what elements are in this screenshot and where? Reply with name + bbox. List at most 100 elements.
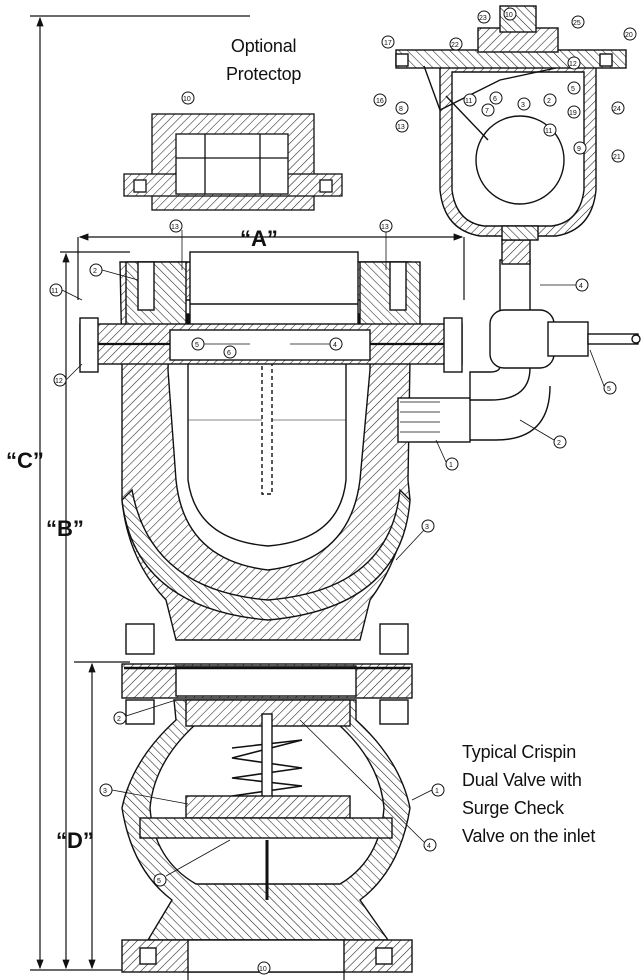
callout: 12 [53, 373, 67, 387]
svg-text:1: 1 [435, 788, 439, 795]
callout: 13 [395, 119, 409, 133]
callout: 21 [611, 149, 625, 163]
svg-text:19: 19 [569, 110, 577, 117]
svg-text:16: 16 [376, 98, 384, 105]
callout: 1 [445, 457, 459, 471]
callout: 13 [169, 219, 183, 233]
svg-text:5: 5 [195, 342, 199, 349]
callout: 5 [567, 81, 581, 95]
callout: 4 [423, 838, 437, 852]
svg-text:21: 21 [613, 154, 621, 161]
svg-text:6: 6 [227, 350, 231, 357]
callout: 11 [463, 93, 477, 107]
svg-text:11: 11 [465, 98, 472, 105]
callout: 5 [603, 381, 617, 395]
svg-text:5: 5 [157, 878, 161, 885]
caption-line: Protectop [226, 64, 302, 84]
callout: 10 [181, 91, 195, 105]
svg-text:13: 13 [397, 124, 405, 131]
callout: 19 [567, 105, 581, 119]
svg-text:12: 12 [569, 61, 577, 68]
svg-text:3: 3 [425, 524, 429, 531]
svg-text:4: 4 [333, 342, 337, 349]
svg-text:2: 2 [557, 440, 561, 447]
svg-text:25: 25 [573, 20, 581, 27]
svg-text:11: 11 [545, 128, 552, 135]
svg-text:4: 4 [579, 283, 583, 290]
callout: 13 [379, 219, 393, 233]
callout: 2 [553, 435, 567, 449]
callout: 7 [481, 103, 495, 117]
svg-text:13: 13 [171, 224, 179, 231]
svg-text:12: 12 [55, 378, 63, 385]
callout: 2 [113, 711, 127, 725]
callout: 5 [153, 873, 167, 887]
leader-lines [61, 230, 605, 877]
dim-label-b: “B” [46, 516, 84, 541]
callout: 22 [449, 37, 463, 51]
side-piping [469, 239, 641, 441]
callout: 8 [395, 101, 409, 115]
callout: 3 [99, 783, 113, 797]
small-air-valve [395, 5, 627, 241]
svg-text:4: 4 [427, 843, 431, 850]
svg-text:3: 3 [521, 102, 525, 109]
svg-text:20: 20 [625, 32, 633, 39]
callout: 4 [329, 337, 343, 351]
callout: 6 [223, 345, 237, 359]
dimension-lines [30, 15, 465, 980]
air-valve-body [79, 251, 471, 641]
callout: 10 [503, 7, 517, 21]
svg-text:5: 5 [571, 86, 575, 93]
svg-text:24: 24 [613, 106, 621, 113]
svg-text:5: 5 [607, 386, 611, 393]
typical-valve-caption: Typical Crispin Dual Valve with Surge Ch… [462, 738, 595, 850]
callout: 25 [571, 15, 585, 29]
caption-line: Typical Crispin [462, 742, 577, 762]
svg-text:2: 2 [93, 268, 97, 275]
callout-group: 10 23 22 17 16 8 13 25 20 12 5 2 19 24 3… [49, 7, 637, 975]
callout: 11 [543, 123, 557, 137]
svg-text:11: 11 [51, 288, 58, 295]
callout: 11 [49, 283, 63, 297]
svg-text:22: 22 [451, 42, 459, 49]
optional-protectop-caption: Optional Protectop [226, 32, 301, 88]
callout: 16 [373, 93, 387, 107]
callout: 17 [381, 35, 395, 49]
svg-text:2: 2 [547, 98, 551, 105]
surge-check-valve [121, 623, 413, 973]
svg-text:3: 3 [103, 788, 107, 795]
svg-text:2: 2 [117, 716, 121, 723]
callout: 6 [489, 91, 503, 105]
svg-text:8: 8 [399, 106, 403, 113]
protectop-cap [123, 113, 343, 211]
svg-text:23: 23 [479, 15, 487, 22]
svg-text:9: 9 [577, 146, 581, 153]
callout: 9 [573, 141, 587, 155]
caption-line: Optional [230, 36, 297, 56]
callout: 5 [191, 337, 205, 351]
caption-line: Valve on the inlet [462, 826, 596, 846]
svg-text:6: 6 [493, 96, 497, 103]
callout: 12 [567, 56, 581, 70]
callout: 2 [543, 93, 557, 107]
callout: 24 [611, 101, 625, 115]
dim-label-c: “C” [6, 448, 44, 473]
dim-label-d: “D” [56, 828, 94, 853]
callout: 20 [623, 27, 637, 41]
svg-text:10: 10 [259, 966, 267, 973]
callout: 4 [575, 278, 589, 292]
svg-text:13: 13 [381, 224, 389, 231]
callout: 3 [421, 519, 435, 533]
caption-line: Dual Valve with [462, 770, 582, 790]
svg-text:10: 10 [183, 96, 191, 103]
dim-label-a: “A” [240, 226, 278, 251]
svg-text:1: 1 [449, 462, 453, 469]
svg-text:10: 10 [505, 12, 513, 19]
caption-line: Surge Check [462, 798, 564, 818]
svg-text:17: 17 [384, 40, 392, 47]
svg-text:7: 7 [485, 108, 489, 115]
callout: 2 [89, 263, 103, 277]
callout: 23 [477, 10, 491, 24]
